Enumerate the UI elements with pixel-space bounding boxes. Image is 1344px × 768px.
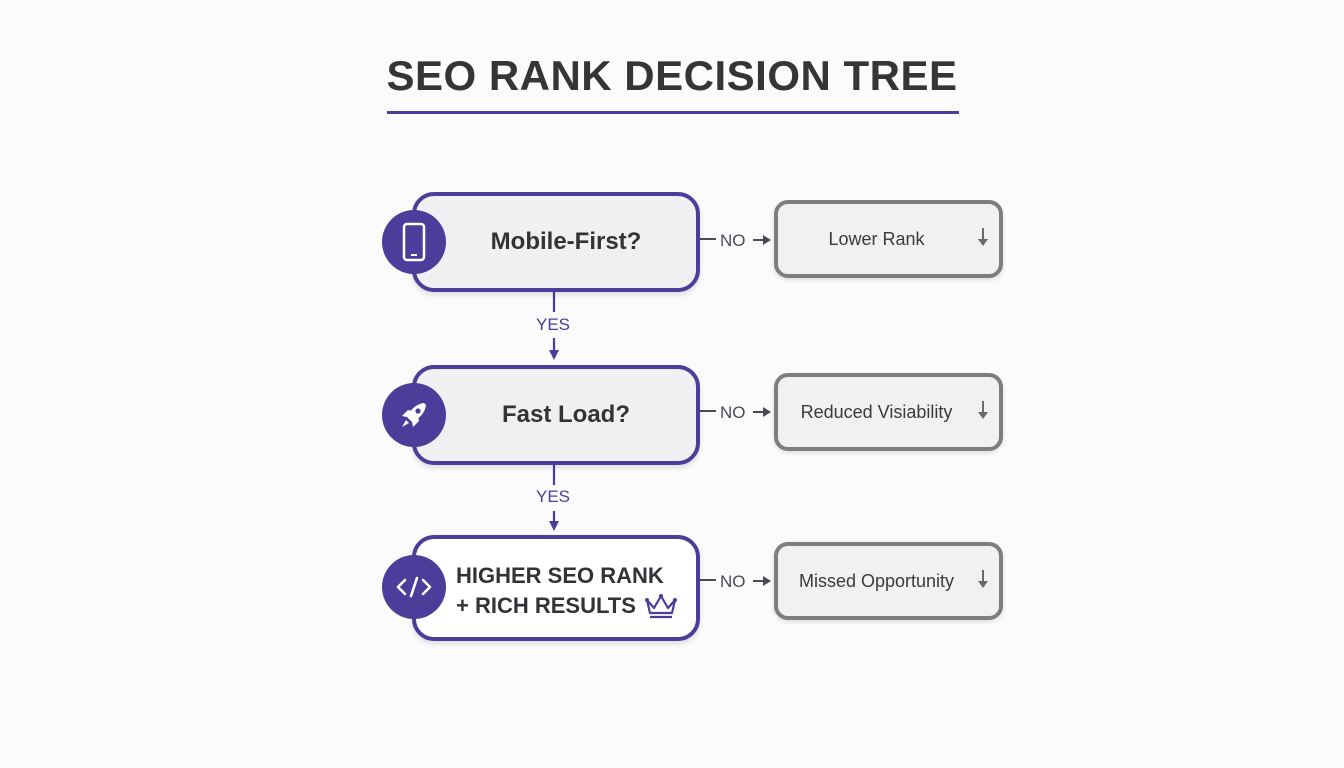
no-arrow-3 xyxy=(753,576,771,586)
no-stub-1 xyxy=(700,238,716,240)
crown-icon xyxy=(644,594,677,619)
outcome-label: Reduced Visiability xyxy=(800,401,953,422)
final-label-line-1: HIGHER SEO RANK xyxy=(456,563,664,588)
code-icon xyxy=(382,555,446,619)
no-arrow-2 xyxy=(753,407,771,417)
down-arrow-icon xyxy=(978,228,988,246)
no-label-3: NO xyxy=(720,572,746,591)
down-arrow-icon xyxy=(978,570,988,588)
decision-node-mobile-first: Mobile-First? xyxy=(412,192,700,292)
final-node-higher-seo-rank: HIGHER SEO RANK + RICH RESULTS xyxy=(412,535,700,641)
decision-label: Fast Load? xyxy=(501,401,630,428)
outcome-missed-opportunity: Missed Opportunity xyxy=(774,542,1003,620)
yes-label-1: YES xyxy=(536,315,571,334)
yes-connector-1 xyxy=(549,292,559,360)
decision-label: Mobile-First? xyxy=(490,228,642,255)
final-label: HIGHER SEO RANK + RICH RESULTS xyxy=(456,561,678,621)
no-arrow-1 xyxy=(753,235,771,245)
outcome-lower-rank: Lower Rank xyxy=(774,200,1003,278)
yes-label-2: YES xyxy=(536,487,571,506)
no-stub-2 xyxy=(700,410,716,412)
outcome-reduced-visibility: Reduced Visiability xyxy=(774,373,1003,451)
no-label-1: NO xyxy=(720,231,746,250)
rocket-icon xyxy=(382,383,446,447)
smartphone-icon xyxy=(382,210,446,274)
outcome-label: Missed Opportunity xyxy=(798,570,955,591)
outcome-label: Lower Rank xyxy=(828,228,925,249)
yes-connector-2 xyxy=(549,465,559,531)
decision-node-fast-load: Fast Load? xyxy=(412,365,700,465)
final-label-line-2-text: + RICH RESULTS xyxy=(456,593,636,618)
down-arrow-icon xyxy=(978,401,988,419)
diagram-title: SEO RANK DECISION TREE xyxy=(386,52,958,99)
no-stub-3 xyxy=(700,579,716,581)
final-label-line-2: + RICH RESULTS xyxy=(456,591,678,621)
no-label-2: NO xyxy=(720,403,746,422)
title-underline xyxy=(387,111,959,114)
